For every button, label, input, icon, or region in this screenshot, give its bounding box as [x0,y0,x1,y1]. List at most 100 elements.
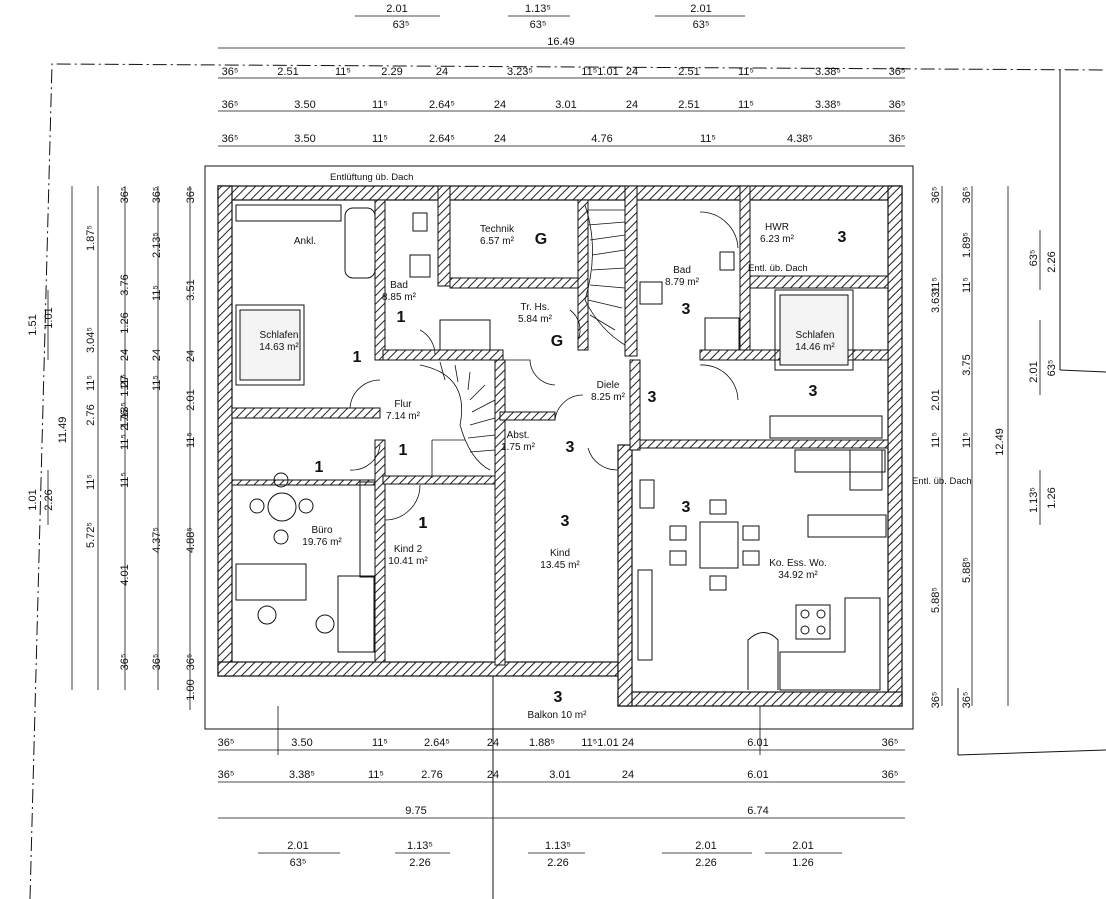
dim-bottom-row1: 11⁵ [372,737,388,749]
room-area: 8.25 m² [591,392,626,403]
room-label: Kind [550,548,570,559]
room-area: 8.79 m² [665,277,700,288]
zone-number: 3 [838,229,847,246]
room-area: 14.46 m² [795,342,835,353]
dim-top-row3: 3.01 [555,99,576,111]
dim-left-col5: 2.13⁵ [151,232,163,258]
dim-right-col2: 11⁵ [961,432,973,448]
zone-number: 1 [353,349,362,366]
dim-right-col2: 36⁵ [961,692,973,709]
dim-left-col4: 11⁵ [119,434,131,450]
room-area: 34.92 m² [778,570,818,581]
wardrobe-right [769,415,883,439]
dim-right-col1: 3.63⁵ [930,287,942,313]
zone-number: G [551,333,563,350]
dim-bottom-openings: 1.13⁵ [545,840,571,852]
furniture [235,204,887,691]
dim-right-col2: 1.89⁵ [961,232,973,258]
dim-bottom-total: 9.75 [405,805,426,817]
dim-bottom-openings: 2.01 [695,840,716,852]
sink-left [409,254,431,278]
toilet-right [719,251,735,271]
dim-right-col1: 11⁵ [930,432,942,448]
dim-top-row3: 11⁵ [738,99,754,111]
room-label: Kind 2 [394,544,423,555]
room-area: 14.63 m² [259,342,299,353]
room-label: Schlafen [796,330,835,341]
zone-number: 1 [399,442,408,459]
dim-left-col3: 1.87⁵ [85,225,97,251]
dim-bottom-row1: 2.64⁵ [424,737,450,749]
dim-bottom-row1: 1.88⁵ [529,737,555,749]
dim-top-openings: 63⁵ [530,19,547,31]
dim-top-row3: 24 [626,99,638,111]
dim-bottom-openings: 1.26 [792,857,813,869]
dim-right-col2: 3.75 [961,354,973,375]
dim-bottom-openings: 1.13⁵ [407,840,433,852]
dim-top-overall: 16.49 [547,36,575,48]
zone-number: 3 [566,439,575,456]
zone-number: 3 [648,389,657,406]
dim-left-col4: 1.13⁵ [119,402,131,428]
dim-top-row3: 24 [494,99,506,111]
dim-left-col5: 36⁵ [151,187,163,204]
dim-top-row4: 4.38⁵ [787,133,813,145]
dim-top-row2: 3.23⁵ [507,66,533,78]
zone-number: 3 [554,689,563,706]
dim-left-col6: 3.51 [185,279,197,300]
table-round [267,492,297,522]
dim-top-row2: 2.51 [678,66,699,78]
room-area: 8.85 m² [382,292,417,303]
room-area: 5.84 m² [518,314,553,325]
dim-top-row2: 11⁵ [738,66,754,78]
note-vent-right: Entl. üb. Dach [912,476,972,487]
dim-bottom-row1: 36⁵ [882,737,899,749]
dim-top-openings: 63⁵ [393,19,410,31]
dim-top-row2: 2.29 [381,66,402,78]
dim-left-col6: 24 [185,350,197,362]
room-label: Abst. [507,430,530,441]
dim-bottom-row1: 36⁵ [218,737,235,749]
dim-right-col4: 1.26 [1046,487,1058,508]
dim-bottom-openings: 2.26 [547,857,568,869]
dim-right-col1: 5.88⁵ [930,587,942,613]
room-label: Ko. Ess. Wo. [769,558,827,569]
dim-bottom-row1: 6.01 [747,737,768,749]
dim-top-row2: 24 [626,66,638,78]
dim-left-col5: 11⁵ [151,375,163,391]
dim-bottom-openings: 2.01 [792,840,813,852]
zone-number: 3 [682,301,691,318]
door-swings [349,211,739,521]
room-area: 6.23 m² [760,234,795,245]
dim-bottom-openings: 2.26 [409,857,430,869]
dim-left-col3: 3.04⁵ [85,327,97,353]
dim-left-col4: 2.76 [119,409,131,430]
dim-right-col4: 63⁵ [1028,250,1040,267]
room-label: HWR [765,222,789,233]
dim-left-col1: 1.51 [27,314,39,335]
dim-top-openings: 1.13⁵ [525,3,551,15]
dim-left-col6: 36⁵ [185,654,197,671]
dim-bottom-row2: 6.01 [747,769,768,781]
property-lines [29,63,1106,899]
room-area: 1.75 m² [501,442,536,453]
zone-number: 1 [397,309,406,326]
dim-left-col2: 11.49 [57,417,69,444]
shower-right [704,317,740,351]
room-label: Ankl. [294,236,316,247]
dim-left-col4: 1.27 [119,375,131,396]
dim-top-row2: 2.51 [277,66,298,78]
dim-left-col4: 36⁵ [119,187,131,204]
zone-number: 3 [682,499,691,516]
dim-left-col5: 4.37⁵ [151,527,163,553]
dim-bottom-row2: 36⁵ [882,769,899,781]
dim-left-col1: 1.01 [27,489,39,510]
dim-right-col4: 63⁵ [1046,360,1058,377]
dim-top-row4: 36⁵ [222,133,239,145]
room-label: Diele [597,380,620,391]
dim-left-col1: 2.26 [43,489,55,510]
dim-right-col1: 11⁵ [930,277,942,293]
dim-top-row2: 11⁵ [335,66,351,78]
dim-right-col1: 36⁵ [930,692,942,709]
dim-left-col3: 5.72⁵ [85,522,97,548]
